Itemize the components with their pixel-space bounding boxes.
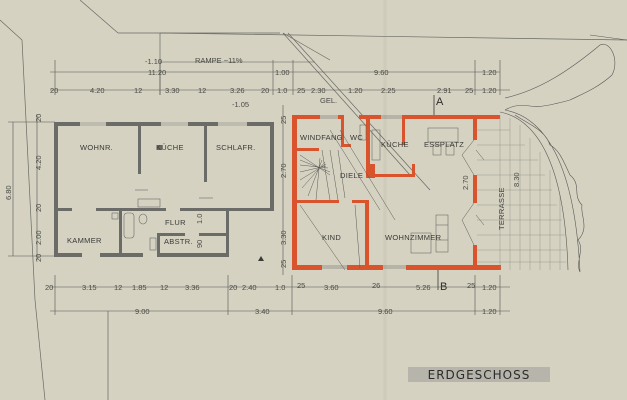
room-terrasse: TERRASSE	[497, 187, 506, 230]
svg-text:2.30: 2.30	[311, 86, 326, 95]
svg-text:3.30: 3.30	[279, 230, 288, 245]
existing-building	[54, 122, 274, 257]
room-abstr: ABSTR.	[164, 237, 193, 246]
svg-text:9.60: 9.60	[378, 307, 393, 316]
room-flur: FLUR	[165, 218, 186, 227]
svg-text:3.36: 3.36	[185, 283, 200, 292]
svg-text:-1.05: -1.05	[232, 100, 249, 109]
drawing-title-box: ERDGESCHOSS	[408, 367, 550, 382]
svg-text:9.60: 9.60	[374, 68, 389, 77]
room-wohnzimmer: WOHNZIMMER	[385, 233, 442, 242]
svg-text:20: 20	[45, 283, 53, 292]
svg-text:1.00: 1.00	[275, 68, 290, 77]
existing-fixtures	[111, 189, 213, 251]
svg-text:2.70: 2.70	[279, 163, 288, 178]
room-kueche-new: KÜCHE	[381, 140, 409, 149]
svg-text:12: 12	[114, 283, 122, 292]
svg-text:1.20: 1.20	[482, 68, 497, 77]
svg-text:1.0: 1.0	[277, 86, 287, 95]
svg-text:1.20: 1.20	[348, 86, 363, 95]
svg-text:3.60: 3.60	[324, 283, 339, 292]
bottom-detail-dims: 20 3.15 12 1.85 12 3.36 20 2.40 1.0 25 3…	[45, 281, 497, 292]
svg-text:20: 20	[261, 86, 269, 95]
svg-text:25: 25	[279, 260, 288, 268]
entrance-marker-icon	[258, 256, 264, 261]
svg-text:9.00: 9.00	[135, 307, 150, 316]
svg-text:25: 25	[279, 116, 288, 124]
svg-text:1.20: 1.20	[482, 283, 497, 292]
room-essplatz: ESSPLATZ	[424, 140, 464, 149]
svg-text:4.20: 4.20	[90, 86, 105, 95]
new-fixtures	[299, 115, 485, 271]
svg-text:20: 20	[34, 114, 43, 122]
svg-text:25: 25	[297, 281, 305, 290]
top-detail-dims: 20 4.20 12 3.30 12 3.26 20 1.0 25 2.30 1…	[50, 86, 497, 95]
svg-text:1.20: 1.20	[482, 86, 497, 95]
room-schlafr: SCHLAFR.	[216, 143, 256, 152]
left-overall-dim: 6.80	[4, 185, 13, 200]
svg-text:25: 25	[465, 86, 473, 95]
middle-vertical-dims: 25 2.70 3.30 25	[279, 105, 288, 275]
top-dimension-lines	[50, 60, 510, 95]
svg-text:12: 12	[198, 86, 206, 95]
svg-text:GEL.: GEL.	[320, 96, 337, 105]
svg-text:20: 20	[50, 86, 58, 95]
room-wohnr: WOHNR.	[80, 143, 113, 152]
bottom-dimension-lines	[50, 275, 510, 400]
left-dimension-lines	[8, 115, 55, 260]
svg-text:3.30: 3.30	[165, 86, 180, 95]
svg-text:2.00: 2.00	[34, 230, 43, 245]
svg-text:1.20: 1.20	[482, 307, 497, 316]
drawing-title: ERDGESCHOSS	[427, 367, 531, 382]
svg-text:3.26: 3.26	[230, 86, 245, 95]
svg-text:25: 25	[297, 86, 305, 95]
svg-text:1.0: 1.0	[275, 283, 285, 292]
left-detail-dims: 20 4.20 20 2.00 20	[34, 114, 43, 262]
svg-text:2.91: 2.91	[437, 86, 452, 95]
svg-text:20: 20	[34, 254, 43, 262]
section-marker-a: A	[436, 96, 444, 108]
svg-text:25: 25	[467, 281, 475, 290]
svg-text:20: 20	[34, 204, 43, 212]
svg-text:3.15: 3.15	[82, 283, 97, 292]
room-kind: KIND	[322, 233, 341, 242]
room-diele: DIELE	[340, 171, 363, 180]
svg-text:4.20: 4.20	[34, 155, 43, 170]
svg-text:2.25: 2.25	[381, 86, 396, 95]
svg-text:2.40: 2.40	[242, 283, 257, 292]
svg-text:2.70: 2.70	[461, 175, 470, 190]
room-windfang: WINDFANG	[300, 133, 343, 142]
room-kueche-old: KÜCHE	[156, 143, 184, 152]
bottom-overall-dims: 9.00 3.40 9.60 1.20	[135, 307, 497, 316]
svg-text:26: 26	[372, 281, 380, 290]
svg-text:12: 12	[134, 86, 142, 95]
svg-text:11.20: 11.20	[148, 68, 166, 77]
room-wc: WC	[350, 133, 363, 142]
hedge-outline	[499, 34, 627, 273]
existing-windows	[80, 122, 247, 126]
new-building	[292, 115, 501, 270]
new-rooms: WINDFANG WC KÜCHE ESSPLATZ DIELE KIND WO…	[300, 133, 521, 242]
svg-text:1.85: 1.85	[132, 283, 147, 292]
top-overall-dims: 11.20 1.00 9.60 1.20	[148, 68, 497, 77]
room-kammer: KAMMER	[67, 236, 102, 245]
svg-text:3.40: 3.40	[255, 307, 270, 316]
terrace-grid	[477, 115, 566, 270]
svg-text:90: 90	[195, 240, 204, 248]
svg-text:8.30: 8.30	[512, 172, 521, 187]
svg-text:12: 12	[160, 283, 168, 292]
existing-rooms: WOHNR. KÜCHE SCHLAFR. FLUR KAMMER ABSTR.…	[67, 143, 256, 248]
top-small-labels: -1.05 GEL.	[232, 96, 337, 109]
svg-text:5.26: 5.26	[416, 283, 431, 292]
svg-text:1.0: 1.0	[195, 214, 204, 224]
svg-text:20: 20	[229, 283, 237, 292]
ramp-label: RAMPE ~11%	[195, 56, 243, 65]
ramp-level: -1.10	[145, 57, 162, 66]
